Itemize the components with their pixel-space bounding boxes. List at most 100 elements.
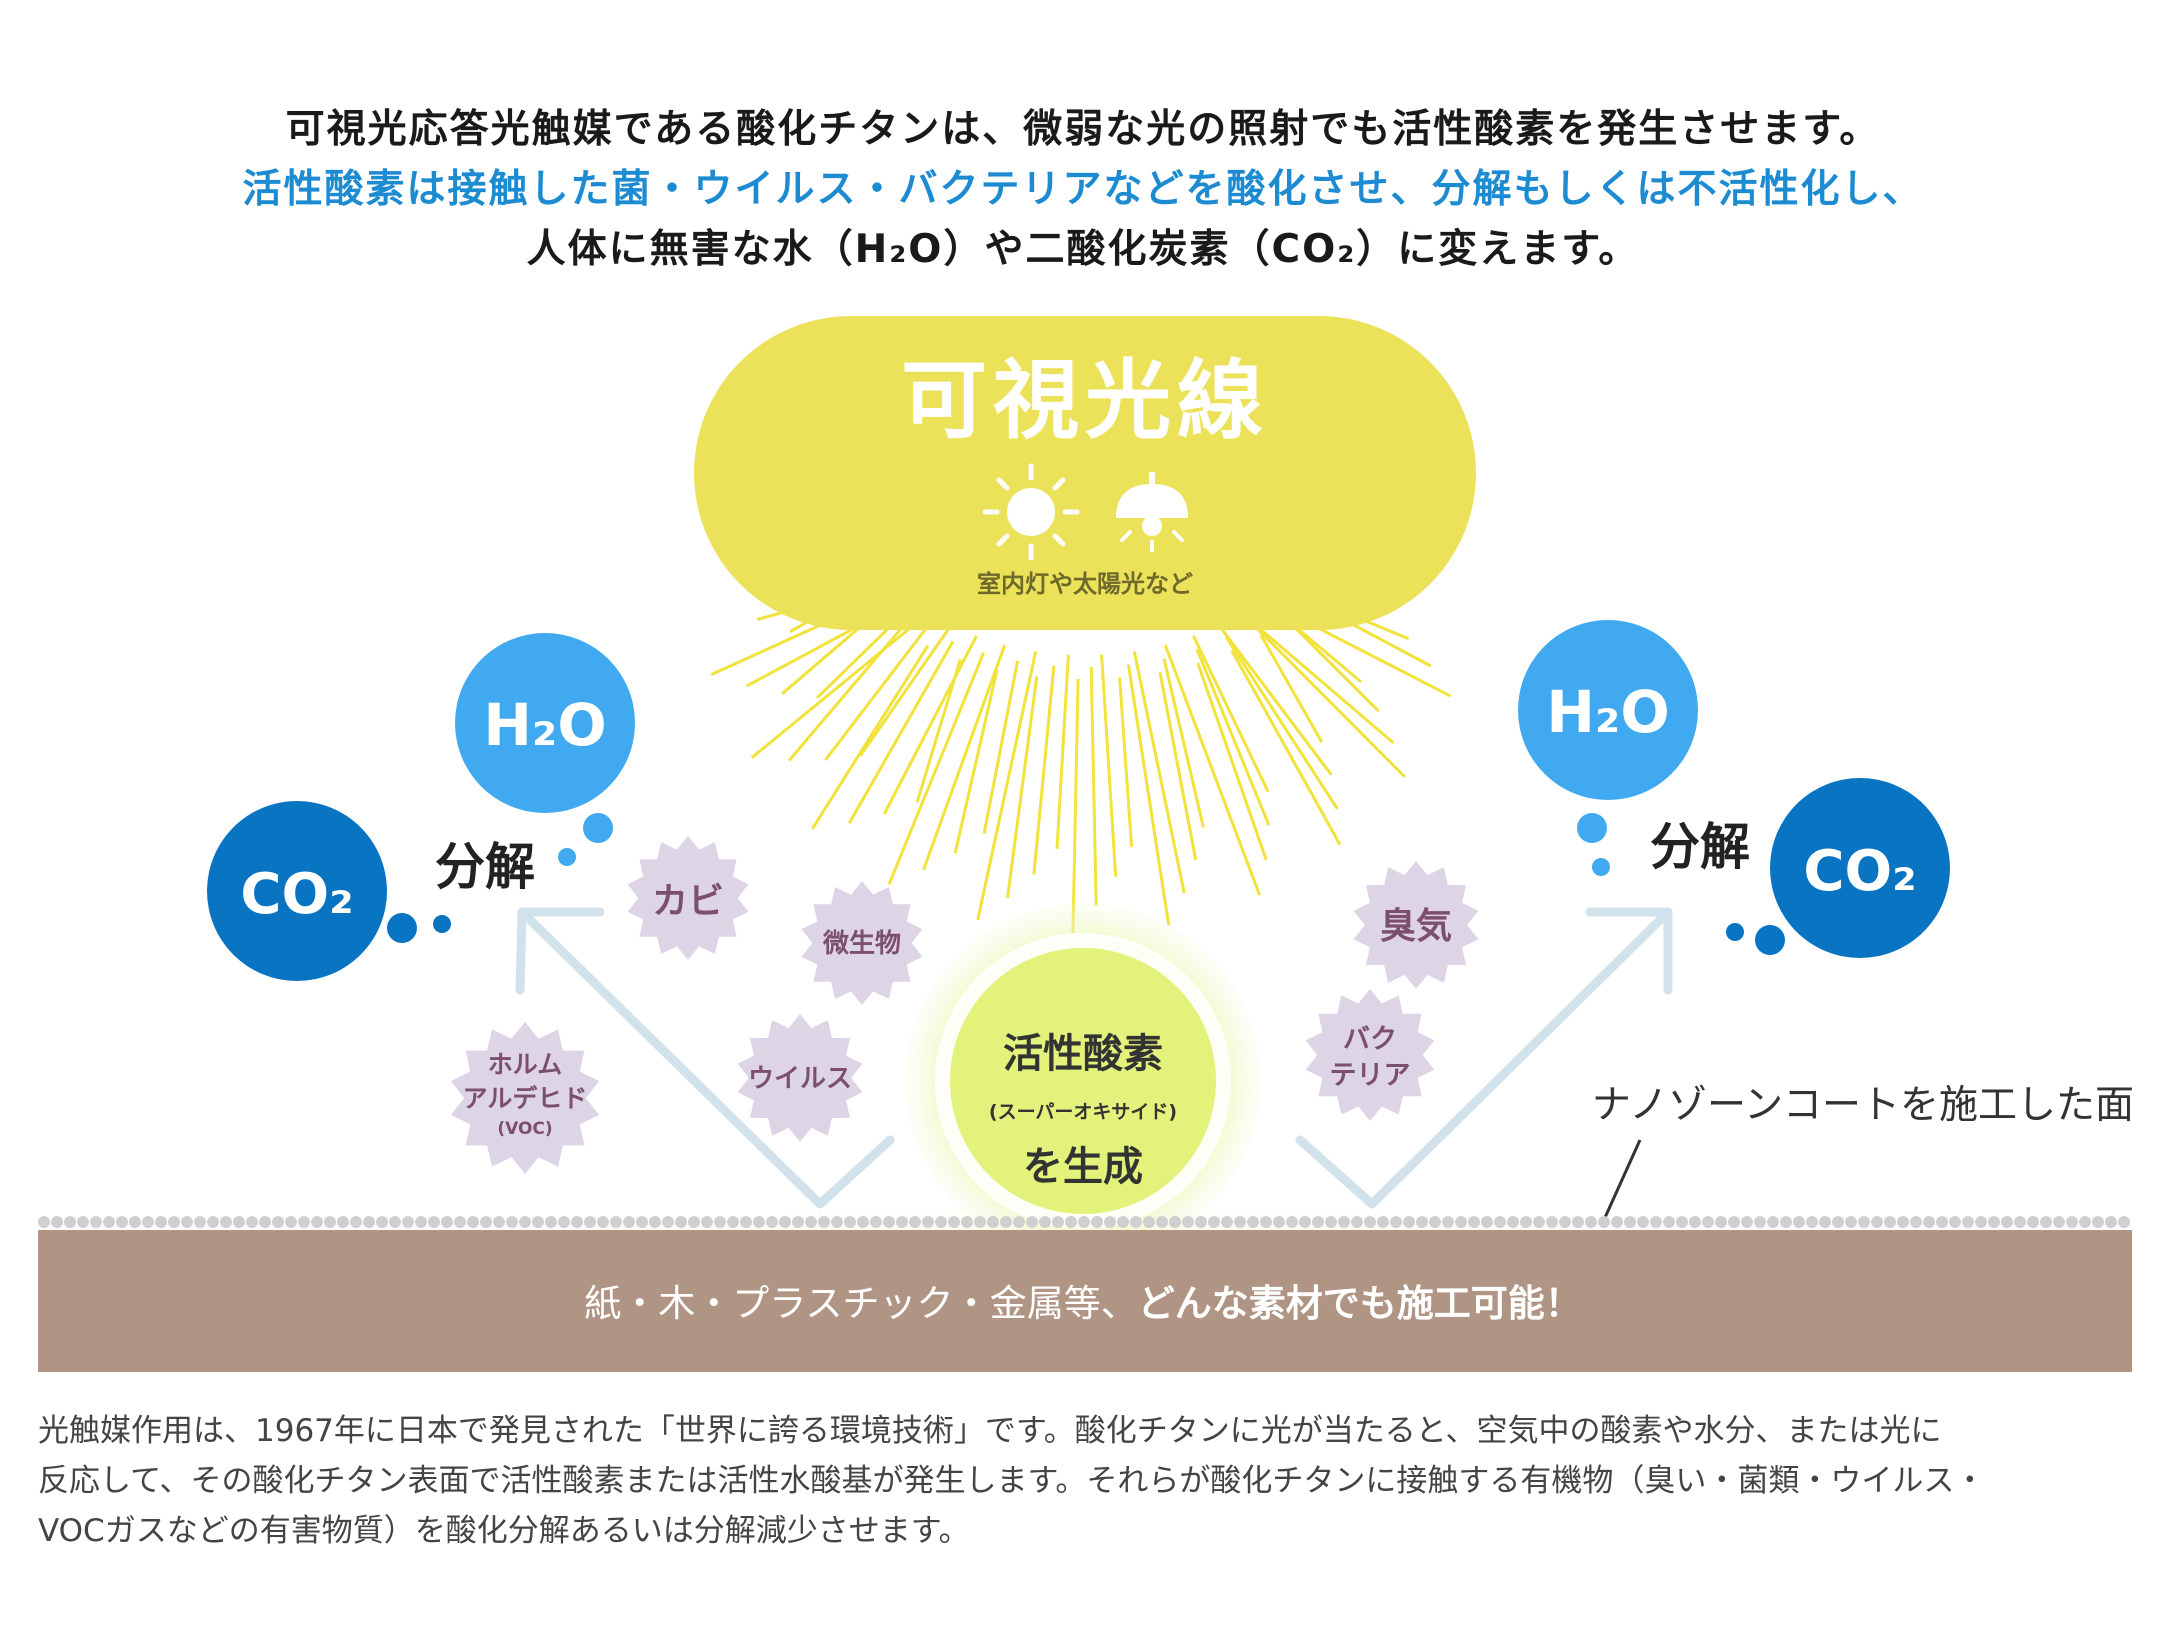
coating-particle bbox=[1338, 1216, 1350, 1228]
left-co2-label: CO₂ bbox=[240, 862, 353, 927]
base-text-bold: どんな素材でも施工可能！ bbox=[1138, 1282, 1582, 1325]
right-co2-label: CO₂ bbox=[1803, 839, 1916, 904]
coating-particle bbox=[2118, 1216, 2130, 1228]
coating-particle bbox=[1013, 1216, 1025, 1228]
coating-particle bbox=[194, 1216, 206, 1228]
coating-particle bbox=[363, 1216, 375, 1228]
coating-particle bbox=[935, 1216, 947, 1228]
coating-particle bbox=[1806, 1216, 1818, 1228]
light-ray bbox=[1006, 676, 1039, 899]
formaldehyde-label-3: (VOC) bbox=[497, 1119, 552, 1139]
coating-particle bbox=[1793, 1216, 1805, 1228]
coating-particle bbox=[1403, 1216, 1415, 1228]
light-ray bbox=[1158, 672, 1198, 861]
coating-particle bbox=[1169, 1216, 1181, 1228]
coating-particles bbox=[38, 1216, 2130, 1228]
coating-particle bbox=[1442, 1216, 1454, 1228]
coating-particle bbox=[1663, 1216, 1675, 1228]
coating-particle bbox=[714, 1216, 726, 1228]
coating-particle bbox=[558, 1216, 570, 1228]
coating-particle bbox=[1208, 1216, 1220, 1228]
coating-particle bbox=[1377, 1216, 1389, 1228]
coating-particle bbox=[1936, 1216, 1948, 1228]
ceiling-lamp-icon bbox=[1116, 472, 1188, 552]
coating-particle bbox=[272, 1216, 284, 1228]
coating-particle bbox=[142, 1216, 154, 1228]
coating-particle bbox=[857, 1216, 869, 1228]
callout-leader-line bbox=[1601, 1139, 1642, 1223]
coating-particle bbox=[2001, 1216, 2013, 1228]
coating-particle bbox=[532, 1216, 544, 1228]
coating-particle bbox=[675, 1216, 687, 1228]
coating-particle bbox=[1832, 1216, 1844, 1228]
coating-particle bbox=[337, 1216, 349, 1228]
coating-particle bbox=[493, 1216, 505, 1228]
coating-particle bbox=[740, 1216, 752, 1228]
coating-particle bbox=[441, 1216, 453, 1228]
coating-particle bbox=[688, 1216, 700, 1228]
light-ray bbox=[859, 623, 954, 757]
coating-particle bbox=[1533, 1216, 1545, 1228]
coating-particle bbox=[1286, 1216, 1298, 1228]
coating-particle bbox=[1559, 1216, 1571, 1228]
coating-particle bbox=[1026, 1216, 1038, 1228]
coating-particle bbox=[1702, 1216, 1714, 1228]
light-ray bbox=[1055, 654, 1070, 849]
coating-particle bbox=[1676, 1216, 1688, 1228]
right-decompose-arrow bbox=[1295, 907, 1673, 1209]
right-decompose-label: 分解 bbox=[1650, 818, 1750, 876]
coating-particle bbox=[1234, 1216, 1246, 1228]
coating-particle bbox=[389, 1216, 401, 1228]
coating-particle bbox=[1767, 1216, 1779, 1228]
coating-particle bbox=[1260, 1216, 1272, 1228]
coating-particle bbox=[1195, 1216, 1207, 1228]
light-ray bbox=[922, 644, 1007, 871]
coating-particle bbox=[883, 1216, 895, 1228]
coating-particle bbox=[727, 1216, 739, 1228]
odor-label: 臭気 bbox=[1380, 906, 1452, 947]
coating-particle bbox=[1819, 1216, 1831, 1228]
light-rays bbox=[710, 576, 1452, 934]
coating-particle bbox=[545, 1216, 557, 1228]
coating-particle bbox=[1962, 1216, 1974, 1228]
coating-particle bbox=[948, 1216, 960, 1228]
coating-particle bbox=[376, 1216, 388, 1228]
coating-particle bbox=[1455, 1216, 1467, 1228]
coating-particle bbox=[207, 1216, 219, 1228]
arrows bbox=[515, 907, 1673, 1209]
coating-particle bbox=[181, 1216, 193, 1228]
light-ray bbox=[1237, 609, 1395, 745]
coating-particle bbox=[129, 1216, 141, 1228]
coating-particle bbox=[77, 1216, 89, 1228]
coating-particle bbox=[1104, 1216, 1116, 1228]
intro-line-2: 活性酸素は接触した菌・ウイルス・バクテリアなどを酸化させ、分解もしくは不活性化し… bbox=[242, 167, 1924, 212]
coating-particle bbox=[2105, 1216, 2117, 1228]
light-ray bbox=[1230, 649, 1342, 846]
coating-particle bbox=[506, 1216, 518, 1228]
coating-particle bbox=[1520, 1216, 1532, 1228]
coating-particle bbox=[571, 1216, 583, 1228]
coating-particle bbox=[1624, 1216, 1636, 1228]
left-co2-dot-small bbox=[433, 915, 451, 933]
coating-particle bbox=[1299, 1216, 1311, 1228]
coating-particle bbox=[1611, 1216, 1623, 1228]
coating-particle bbox=[2079, 1216, 2091, 1228]
coating-particle bbox=[402, 1216, 414, 1228]
coating-particle bbox=[1000, 1216, 1012, 1228]
light-ray bbox=[1196, 662, 1268, 861]
coating-particle bbox=[1910, 1216, 1922, 1228]
coating-particle bbox=[454, 1216, 466, 1228]
coating-particle bbox=[1845, 1216, 1857, 1228]
light-ray bbox=[1282, 615, 1380, 713]
visible-light-title: 可視光線 bbox=[901, 351, 1269, 451]
light-ray bbox=[1071, 678, 1080, 934]
active-oxygen-core bbox=[950, 948, 1216, 1214]
light-ray bbox=[1126, 664, 1171, 926]
formaldehyde-label-1: ホルム bbox=[488, 1050, 563, 1079]
right-h2o-dot-small bbox=[1592, 858, 1610, 876]
light-ray bbox=[1118, 677, 1134, 847]
visible-light-pill bbox=[694, 316, 1476, 630]
coating-particle bbox=[2014, 1216, 2026, 1228]
visible-light-caption: 室内灯や太陽光など bbox=[977, 570, 1193, 598]
left-decompose-arrow bbox=[517, 907, 895, 1209]
